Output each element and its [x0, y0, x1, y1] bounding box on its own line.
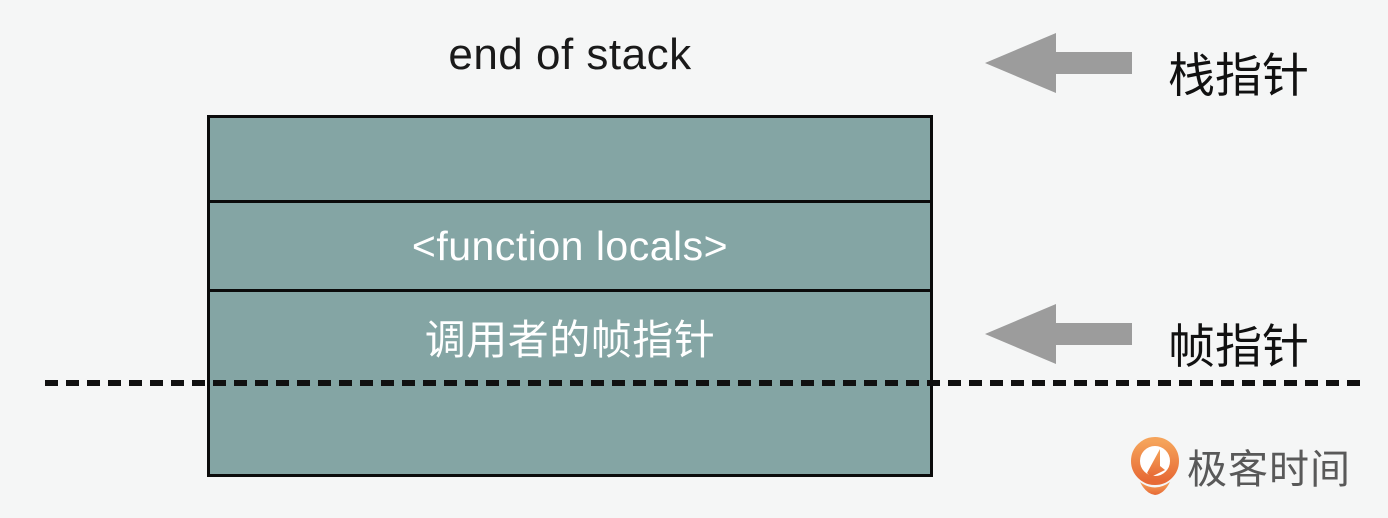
stack-row-function-locals: <function locals> [210, 203, 930, 292]
stack-frame-box: <function locals> 调用者的帧指针 [207, 115, 933, 477]
stack-pointer-label: 栈指针 [1168, 49, 1309, 102]
stack-row-caller-frame-pointer: 调用者的帧指针 [424, 316, 716, 363]
geektime-logo: 极客时间 [1130, 436, 1351, 496]
stack-pointer-left-arrow-icon [985, 33, 1132, 93]
stack-row-empty-bottom [210, 379, 930, 474]
frame-pointer-label: 帧指针 [1168, 320, 1309, 373]
frame-boundary-dashed-line [45, 380, 1368, 386]
geektime-logo-text: 极客时间 [1187, 448, 1351, 492]
stack-row-empty-top [210, 118, 930, 203]
end-of-stack-title: end of stack [448, 30, 692, 79]
frame-pointer-left-arrow-icon [985, 304, 1132, 364]
geektime-clock-pin-icon [1131, 437, 1179, 495]
